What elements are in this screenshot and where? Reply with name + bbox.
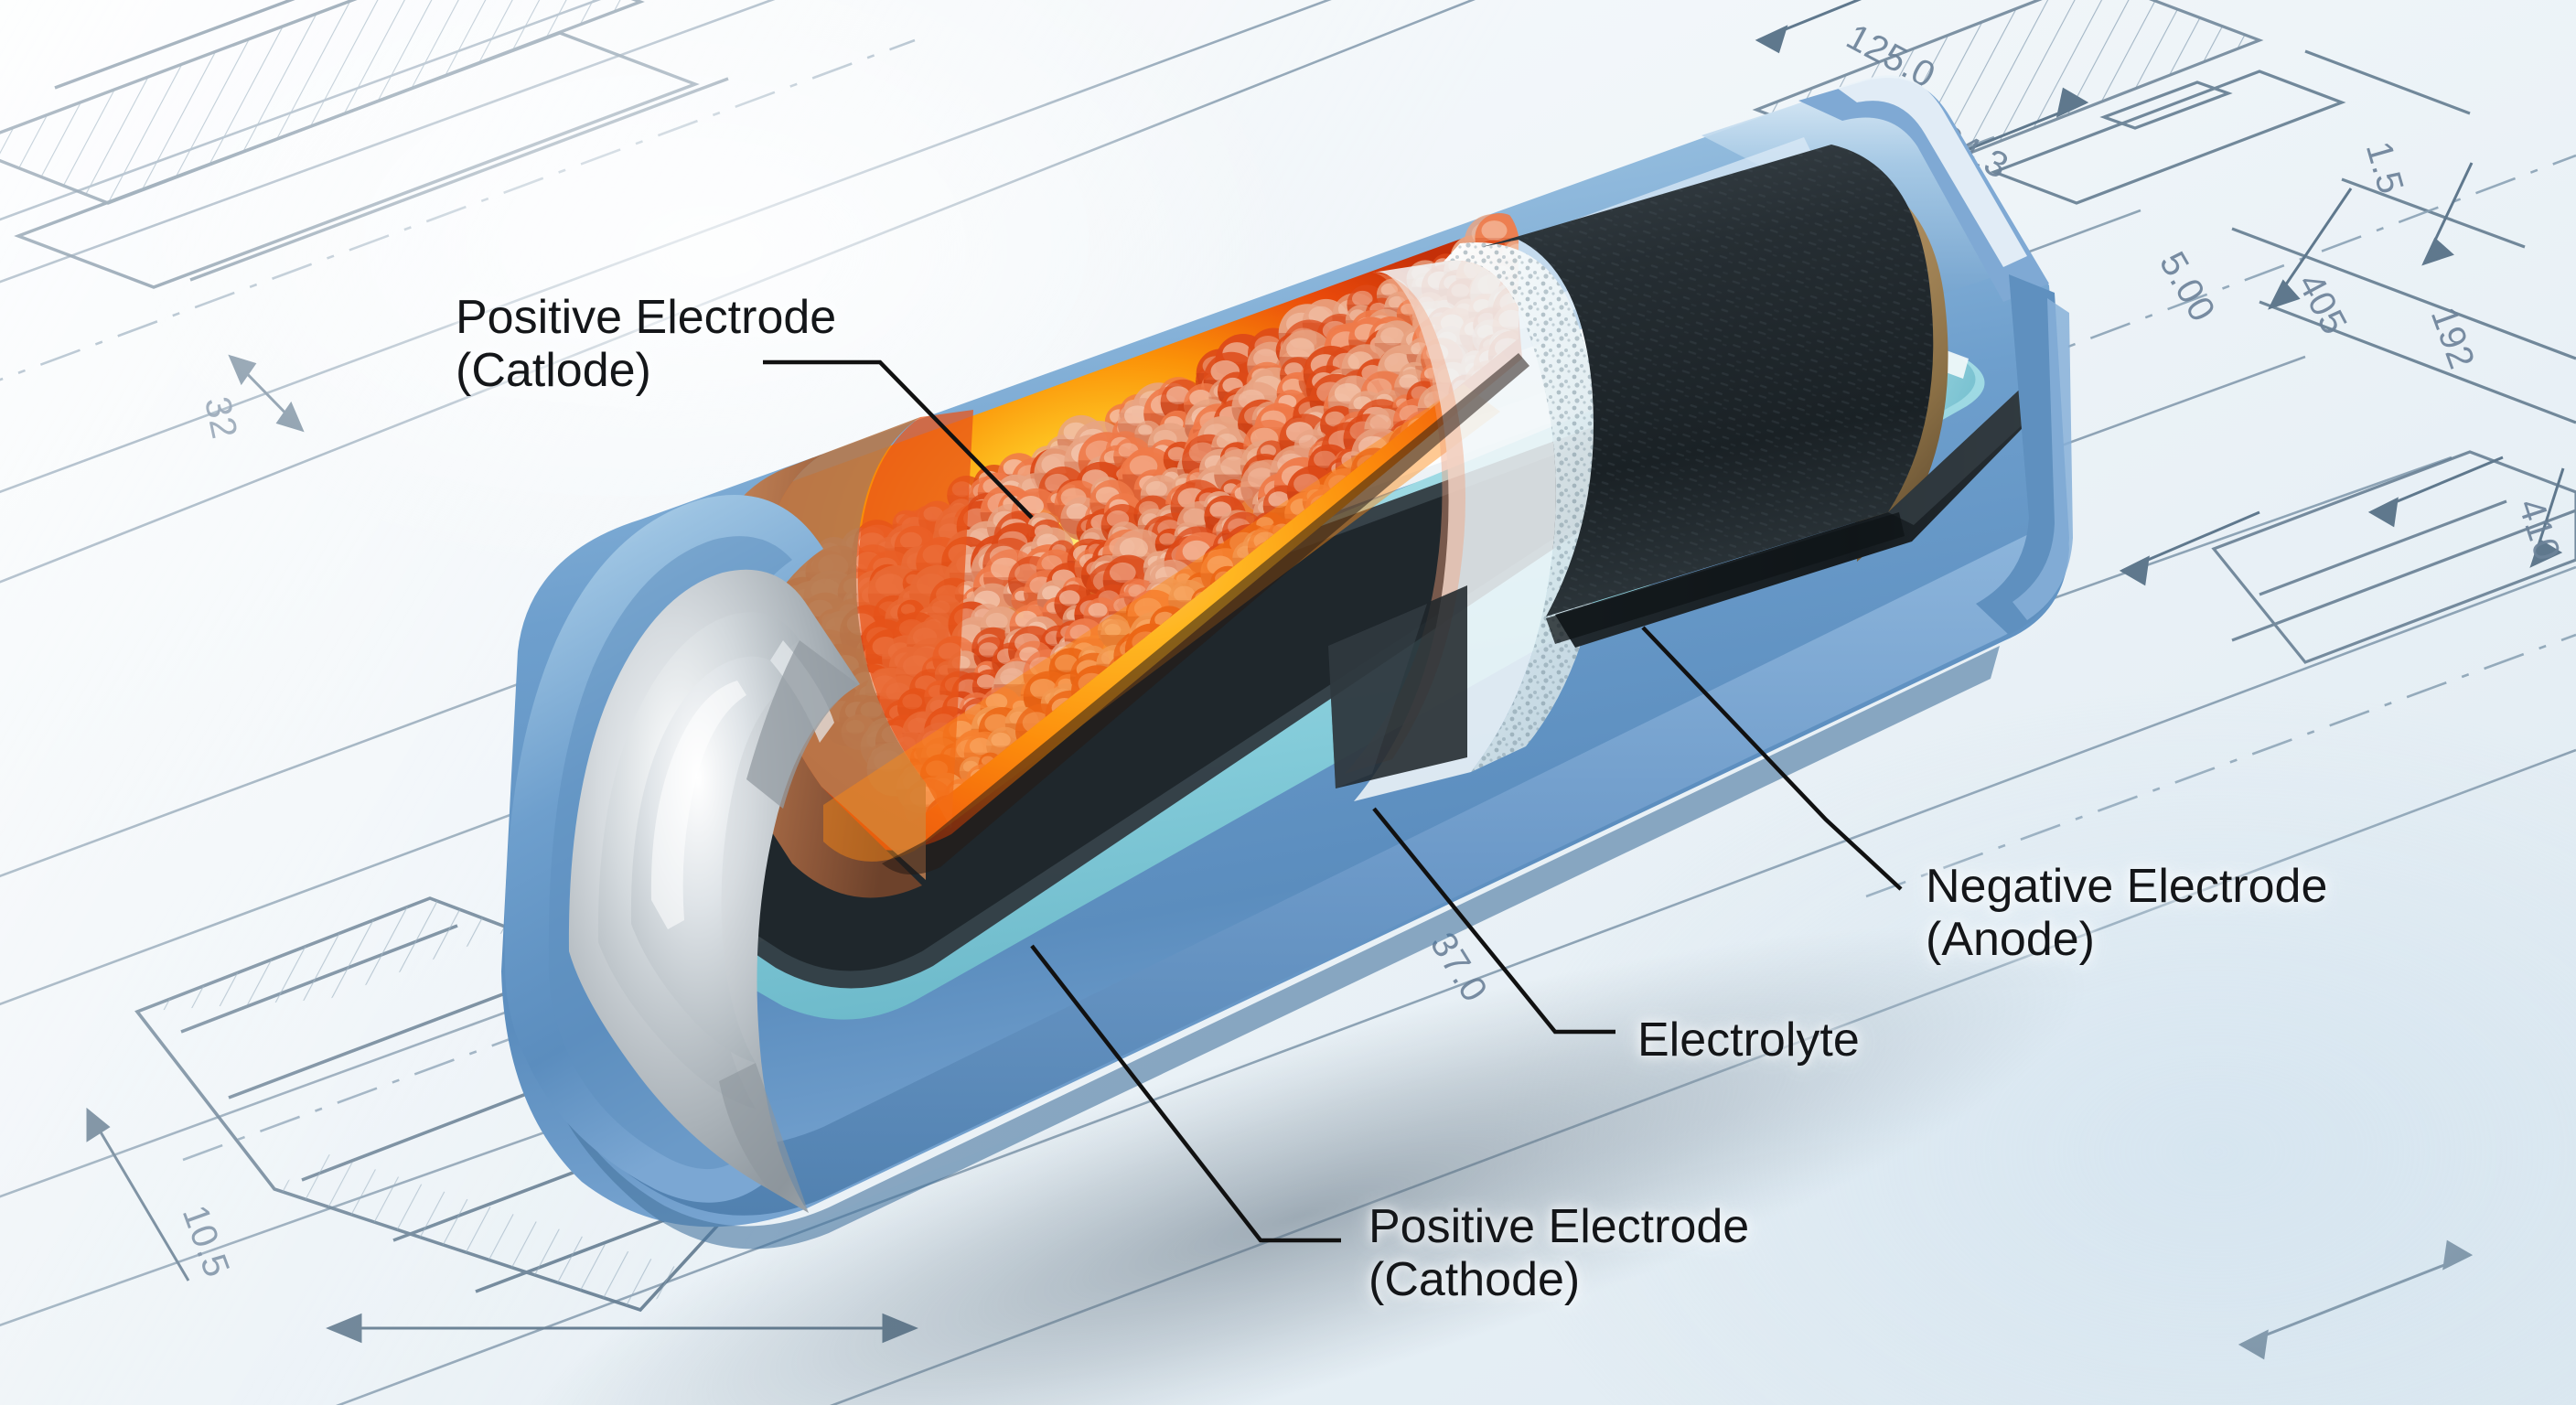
callout-line-primary: Positive Electrode bbox=[1368, 1200, 1750, 1253]
callout-label-anode: Negative Electrode(Anode) bbox=[1926, 860, 2327, 966]
battery-left-end bbox=[504, 495, 860, 1213]
callout-line-primary: Negative Electrode bbox=[1926, 860, 2328, 913]
leader-anode bbox=[1641, 626, 1903, 891]
anode-sheet bbox=[1482, 145, 2055, 648]
battery-shadow bbox=[510, 926, 2088, 1405]
callout-line-secondary: (Cathode) bbox=[1368, 1253, 1581, 1307]
callout-label-cathode-bottom: Positive Electrode(Cathode) bbox=[1368, 1200, 1749, 1306]
callout-line-secondary: (Anode) bbox=[1926, 913, 2095, 967]
callout-label-electrolyte: Electrolyte bbox=[1637, 1014, 1860, 1067]
callout-line-primary: Electrolyte bbox=[1637, 1014, 1860, 1067]
leader-electrolyte bbox=[1372, 807, 1615, 1035]
callout-label-cathode-top: Positive Electrode(Catlode) bbox=[456, 291, 836, 397]
leader-cathode-top bbox=[763, 359, 1034, 520]
callout-line-secondary: (Catlode) bbox=[456, 344, 651, 398]
callout-line-primary: Positive Electrode bbox=[456, 291, 837, 344]
cathode-lower-edge bbox=[882, 353, 1530, 875]
leader-cathode-bottom bbox=[1030, 944, 1341, 1243]
callout-leader-lines bbox=[763, 359, 1903, 1243]
casing-right-lip bbox=[1798, 75, 2073, 635]
